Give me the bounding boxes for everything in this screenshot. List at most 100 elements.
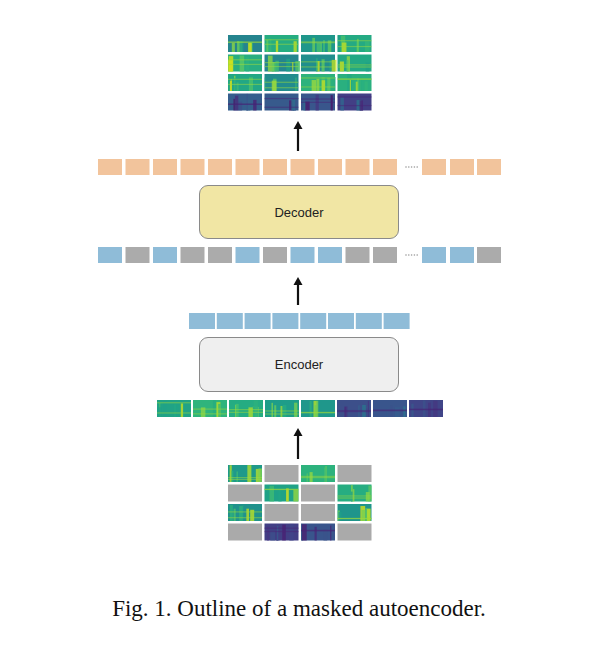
patch-band [338,518,372,519]
patch-band [228,42,262,43]
spectrogram-patch [338,35,372,52]
patch-stripe [312,80,317,91]
flow-arrow [294,121,303,151]
token [263,159,287,175]
encoder-output-row [189,313,410,329]
patch-stripe [322,77,325,91]
spectrogram-patch [409,400,443,417]
spectrogram-patch [338,504,372,521]
patch-stripe [286,488,289,501]
patch-stripe [295,78,296,91]
masked-patch [338,465,372,482]
spectrogram-patch [338,55,372,72]
patch-band [301,530,335,531]
patch-band [228,84,262,85]
patch-stripe [294,403,297,417]
patch-band [193,408,227,409]
patch-background [338,74,372,91]
patch-band [301,66,335,67]
patch-stripe [286,59,290,72]
spectrogram-patch [265,94,299,111]
token [373,159,397,175]
patch-background [338,35,372,52]
token [217,313,243,329]
patch-stripe [338,36,340,52]
patch-stripe [218,404,220,417]
patch-band [338,78,372,79]
patch-band [265,528,299,529]
masked-patch [228,485,262,502]
patch-background [228,74,262,91]
patch-stripe [324,467,325,482]
spectrogram-patch [228,94,262,111]
patch-stripe [317,43,321,52]
token [346,159,370,175]
patch-band [265,98,299,99]
process-box: Encoder [199,337,399,392]
patch-stripe [387,407,388,417]
patch-stripe [238,102,242,111]
token [300,313,326,329]
patch-band [338,79,372,80]
patch-stripe [247,94,248,111]
ellipsis-dot [414,254,416,256]
arrow-shaft [297,127,299,151]
patch-band [265,107,299,108]
masked-patch [228,524,262,541]
patch-stripe [340,97,344,110]
patch-stripe [365,81,368,91]
patch-stripe [366,492,370,501]
patch-background [228,94,262,111]
spectrogram-patch [301,74,336,91]
patch-stripe [403,406,405,417]
token [236,159,260,175]
patch-background [157,400,191,417]
spectrogram-patch [338,94,372,111]
patch-stripe [234,509,236,521]
patch-stripe [181,403,183,417]
patch-band [265,82,299,83]
patch-stripe [314,401,317,417]
spectrogram-patch [338,485,372,502]
patch-stripe [266,40,268,52]
patch-stripe [276,524,280,540]
patch-background [229,400,263,417]
ellipsis-dot [408,254,410,256]
token [346,247,370,263]
token [422,159,446,175]
patch-stripe [235,96,238,111]
patch-band [265,531,299,532]
patch-stripe [232,43,235,52]
token [153,159,177,175]
patch-background [301,35,335,52]
box-label: Encoder [275,357,323,372]
patch-stripe [316,58,318,71]
patch-stripe [339,512,342,521]
patch-band [265,489,299,490]
patch-stripe [278,490,281,501]
patch-background [228,504,262,521]
token [126,159,150,175]
patch-stripe [236,471,238,482]
patch-band [301,42,335,43]
patch-stripe [248,43,251,52]
patch-background [338,504,372,521]
patch-band [409,409,443,410]
patch-band [228,59,262,60]
patch-background [228,35,262,52]
patch-stripe [246,509,249,521]
patch-band [338,40,372,41]
token [477,159,501,175]
patch-band [301,98,335,99]
patch-stripe [271,403,272,417]
patch-band [228,104,262,105]
patch-band [301,476,335,477]
patch-band [338,495,372,496]
patch-band [228,79,262,80]
patch-stripe [239,506,243,521]
patch-band [229,412,263,413]
spectrogram-patch [157,400,191,417]
patch-background [265,524,299,541]
spectrogram-patch [228,504,262,521]
patch-band [157,412,191,413]
